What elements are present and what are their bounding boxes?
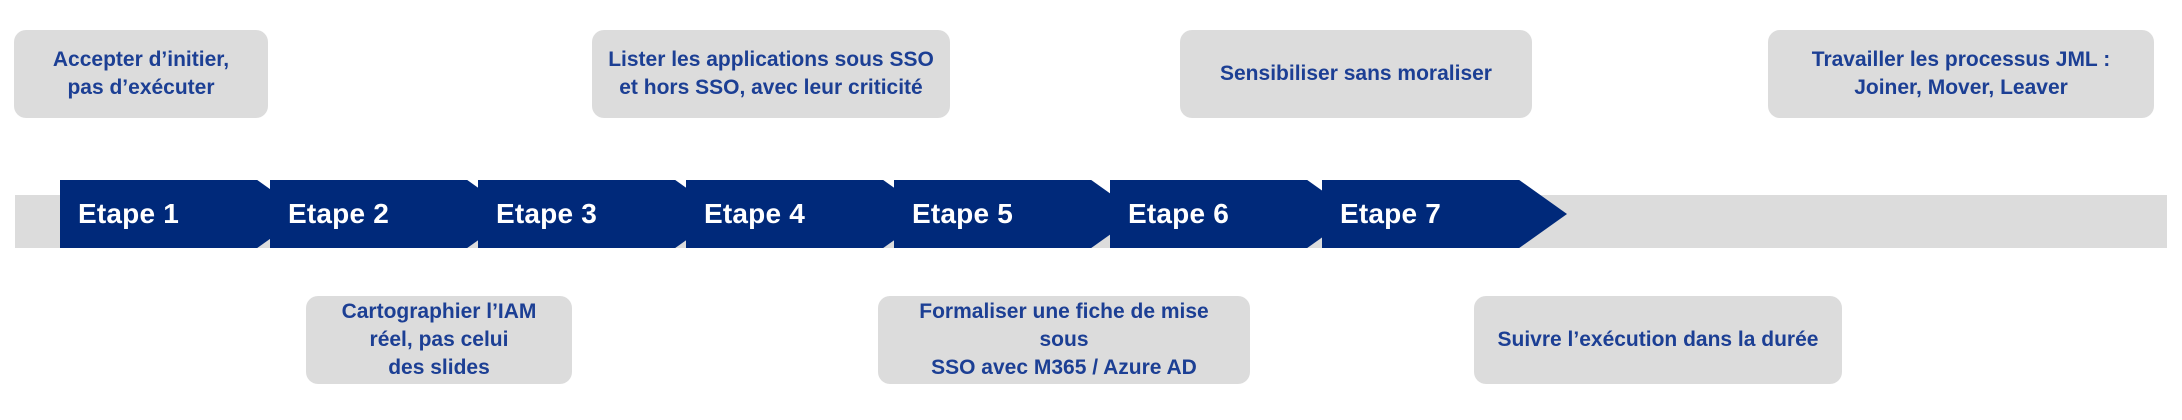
callout-text: Accepter d’initier, pas d’exécuter (52, 48, 230, 99)
step-chevron-4[interactable]: Etape 4 (686, 180, 931, 248)
step-chevron-1[interactable]: Etape 1 (60, 180, 305, 248)
step-label: Etape 5 (912, 198, 1013, 229)
step-label: Etape 3 (496, 198, 597, 229)
callout-text: Lister les applications sous SSO et hors… (608, 48, 934, 99)
callout-text: Suivre l’exécution dans la durée (1497, 328, 1819, 352)
step-chevron-7[interactable]: Etape 7 (1322, 180, 1567, 248)
step-label: Etape 4 (704, 198, 805, 229)
step-label: Etape 2 (288, 198, 389, 229)
callout-text: Formaliser une fiche de mise sous SSO av… (919, 300, 1209, 379)
callout-card-step-6: Suivre l’exécution dans la durée (1474, 296, 1842, 384)
step-label: Etape 7 (1340, 198, 1441, 229)
callout-card-step-3: Lister les applications sous SSO et hors… (592, 30, 950, 118)
callout-card-step-1: Accepter d’initier, pas d’exécuter (14, 30, 268, 118)
step-chevron-6[interactable]: Etape 6 (1110, 180, 1355, 248)
callout-card-step-2: Cartographier l’IAM réel, pas celui des … (306, 296, 572, 384)
step-chevron-5[interactable]: Etape 5 (894, 180, 1139, 248)
callout-text: Sensibiliser sans moraliser (1220, 62, 1492, 86)
callout-text: Travailler les processus JML : Joiner, M… (1811, 48, 2111, 99)
step-label: Etape 1 (78, 198, 179, 229)
callout-text: Cartographier l’IAM réel, pas celui des … (341, 300, 537, 379)
step-chevron-2[interactable]: Etape 2 (270, 180, 515, 248)
callout-card-step-7: Travailler les processus JML : Joiner, M… (1768, 30, 2154, 118)
callout-card-step-5: Sensibiliser sans moraliser (1180, 30, 1532, 118)
callout-card-step-4: Formaliser une fiche de mise sous SSO av… (878, 296, 1250, 384)
step-label: Etape 6 (1128, 198, 1229, 229)
step-chevron-3[interactable]: Etape 3 (478, 180, 723, 248)
